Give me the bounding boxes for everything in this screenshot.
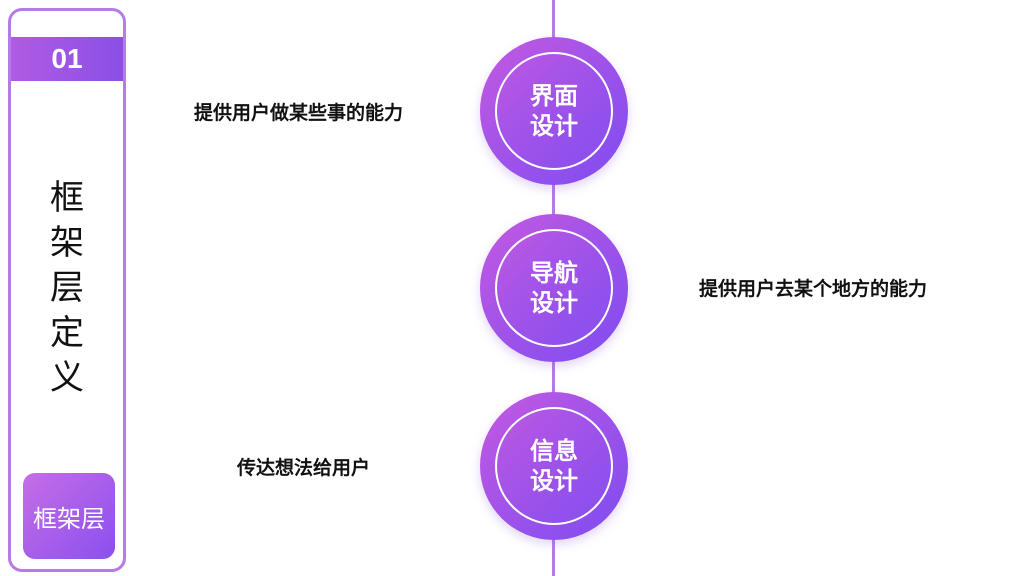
node-information-design: 信息 设计 bbox=[480, 392, 628, 540]
node-label-line: 设计 bbox=[530, 112, 578, 140]
section-title-char: 框 bbox=[50, 178, 84, 218]
section-title-char: 定 bbox=[50, 313, 84, 353]
node-label-line: 界面 bbox=[530, 82, 578, 110]
node-description: 提供用户去某个地方的能力 bbox=[699, 278, 928, 300]
node-label: 界面 设计 bbox=[480, 37, 628, 185]
section-badge: 框架层 bbox=[23, 473, 115, 559]
section-title-char: 层 bbox=[50, 268, 84, 308]
section-number: 01 bbox=[11, 37, 123, 81]
node-label-line: 导航 bbox=[530, 259, 578, 287]
section-title-char: 义 bbox=[50, 358, 84, 398]
section-title: 框 架 层 定 义 bbox=[11, 176, 123, 401]
node-label: 信息 设计 bbox=[480, 392, 628, 540]
side-panel: 01 框 架 层 定 义 框架层 bbox=[8, 8, 126, 572]
node-label-line: 设计 bbox=[530, 467, 578, 495]
node-description: 传达想法给用户 bbox=[237, 457, 371, 479]
node-description: 提供用户做某些事的能力 bbox=[194, 102, 404, 124]
node-navigation-design: 导航 设计 bbox=[480, 214, 628, 362]
node-label-line: 设计 bbox=[530, 289, 578, 317]
node-label: 导航 设计 bbox=[480, 214, 628, 362]
node-interface-design: 界面 设计 bbox=[480, 37, 628, 185]
node-label-line: 信息 bbox=[530, 437, 578, 465]
section-title-char: 架 bbox=[50, 223, 84, 263]
